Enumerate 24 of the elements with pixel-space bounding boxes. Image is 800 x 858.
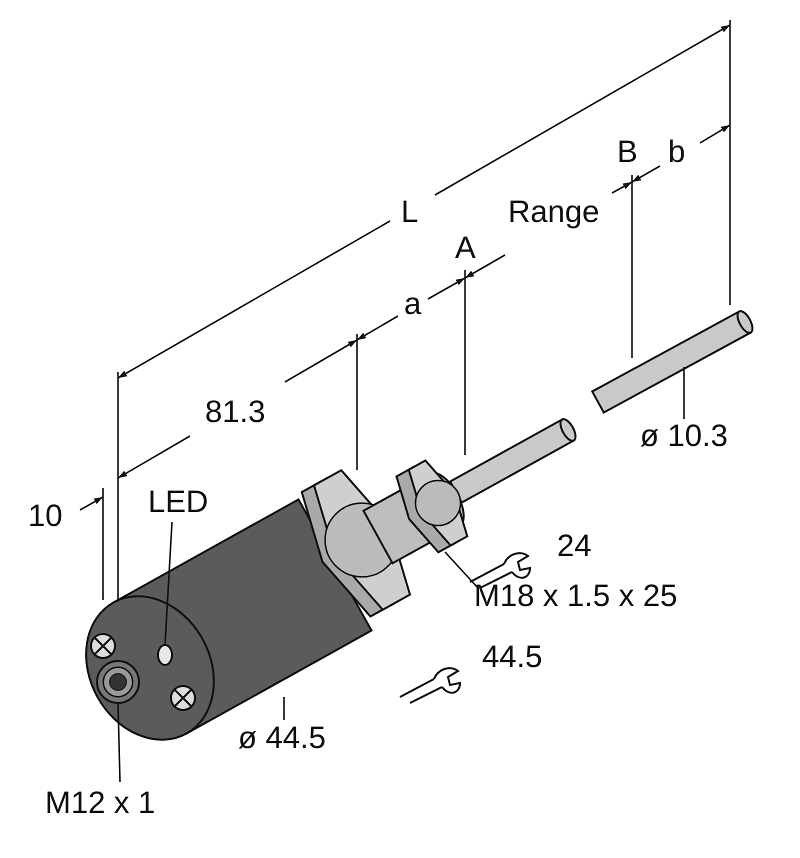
rod <box>590 310 754 414</box>
connector <box>96 660 140 704</box>
callout-label: ø 44.5 <box>238 722 326 753</box>
leader-line <box>283 697 285 720</box>
mounting-thread <box>300 459 468 618</box>
leader-line <box>117 702 121 782</box>
dimension-label: A <box>455 232 476 263</box>
callout-label: ø 10.3 <box>640 420 728 451</box>
leader-line <box>444 551 479 589</box>
callout-label: M12 x 1 <box>45 787 156 818</box>
dimension-label: 81.3 <box>205 396 266 427</box>
callout-label: M18 x 1.5 x 25 <box>474 580 678 611</box>
leader-line <box>683 367 685 419</box>
dimension-label: L <box>401 196 418 227</box>
dimension-label: 44.5 <box>482 641 542 672</box>
leader-line <box>164 522 173 646</box>
callout-label: LED <box>148 486 208 517</box>
led-indicator <box>157 644 173 666</box>
dimension-label: B <box>617 136 638 167</box>
dimension-label: b <box>668 136 686 167</box>
dimension-label: 10 <box>28 500 62 531</box>
dimension-label: Range <box>508 196 600 227</box>
dimension-label: 24 <box>557 530 592 561</box>
dimension-label: a <box>404 288 422 319</box>
